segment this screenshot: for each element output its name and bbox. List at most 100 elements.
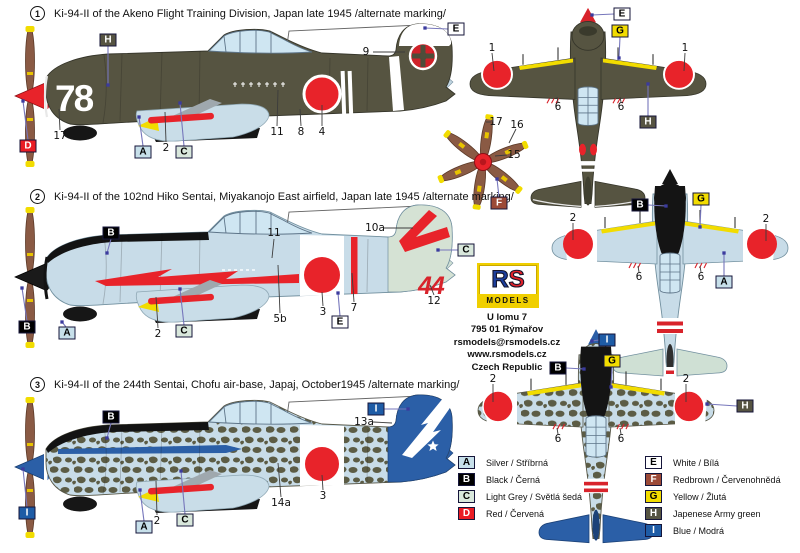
- top-view-plane-1: [469, 7, 707, 208]
- logo-letter-s: S: [508, 265, 525, 293]
- callout-chip-E: E: [447, 22, 465, 36]
- black-antiglare: [46, 422, 209, 453]
- logo-letter-r: R: [491, 265, 509, 293]
- legend-swatch-D: D: [458, 507, 475, 520]
- black-antiglare: [46, 232, 209, 263]
- callout-chip-C: C: [175, 145, 193, 159]
- tail-lightning-marking: [399, 210, 450, 252]
- white-star-marking: [427, 440, 439, 451]
- callout-number-1: 1: [488, 42, 496, 54]
- callout-number-3: 3: [319, 490, 327, 502]
- callout-chip-H: H: [736, 399, 754, 413]
- legend-swatch-I: I: [645, 524, 662, 537]
- section-2-title: Ki-94-II of the 102nd Hiko Sentai, Miyak…: [54, 190, 514, 203]
- callout-number-4: 4: [318, 126, 326, 138]
- wing-hinomaru-right: [663, 58, 695, 90]
- hinomaru-roundel: [304, 257, 340, 293]
- side-profile-plane-3: [14, 394, 456, 539]
- blue-fuselage-stripe: [58, 445, 242, 454]
- callout-number-13a: 13a: [354, 416, 374, 428]
- legend-swatch-G: G: [645, 490, 662, 503]
- callout-chip-C: C: [457, 243, 475, 257]
- callout-number-6: 6: [617, 101, 625, 113]
- callout-number-6: 6: [617, 433, 625, 445]
- hinomaru-roundel: [303, 445, 341, 483]
- black-spine: [654, 186, 686, 260]
- callout-chip-G: G: [692, 192, 710, 206]
- legend-swatch-E: E: [645, 456, 662, 469]
- callout-chip-C: C: [175, 324, 193, 338]
- legend-row-D: D Red / Červená: [458, 507, 582, 520]
- wing-hinomaru-left: [481, 58, 513, 90]
- callout-number-12: 12: [427, 295, 441, 307]
- red-lightning-bolt: [95, 269, 299, 286]
- side-profile-plane-2: 44: [14, 204, 456, 349]
- callout-number-2: 2: [762, 213, 770, 225]
- callout-chip-A: A: [135, 520, 153, 534]
- callout-number-6: 6: [554, 101, 562, 113]
- callout-chip-E: E: [613, 7, 631, 21]
- propeller-front-view: [437, 114, 529, 210]
- section-1-number: 1: [30, 6, 45, 21]
- legend-label-I: Blue / Modrá: [673, 525, 725, 536]
- legend-row-A: A Silver / Stříbrná: [458, 456, 582, 469]
- manufacturer-address: U lomu 7 795 01 Rýmařov rsmodels@rsmodel…: [443, 312, 571, 374]
- callout-number-2: 2: [682, 373, 690, 385]
- callout-number-16: 16: [510, 119, 524, 131]
- callout-number-5b: 5b: [273, 313, 287, 325]
- callout-chip-I: I: [18, 506, 36, 520]
- address-line: Czech Republic: [471, 361, 543, 373]
- legend-label-D: Red / Červená: [486, 508, 545, 519]
- callout-chip-A: A: [134, 145, 152, 159]
- victory-markings: [233, 82, 285, 87]
- address-line: U lomu 7: [486, 312, 528, 323]
- callout-number-6: 6: [697, 271, 705, 283]
- callout-number-11: 11: [267, 227, 281, 239]
- callout-chip-D: D: [19, 139, 37, 153]
- legend-swatch-H: H: [645, 507, 662, 520]
- legend-swatch-F: F: [645, 473, 662, 486]
- callout-chip-G: G: [611, 24, 629, 38]
- wing-hinomaru-left: [563, 229, 593, 259]
- callout-chip-B: B: [18, 320, 36, 334]
- section-3-title: Ki-94-II of the 244th Sentai, Chofu air-…: [54, 378, 460, 391]
- callout-number-2: 2: [154, 328, 162, 340]
- callout-number-6: 6: [635, 271, 643, 283]
- callout-number-2: 2: [569, 212, 577, 224]
- callout-number-7: 7: [350, 302, 358, 314]
- legend-row-I: I Blue / Modrá: [645, 524, 781, 537]
- section-1-title: Ki-94-II of the Akeno Flight Training Di…: [54, 7, 446, 20]
- legend-label-E: White / Bílá: [673, 457, 720, 468]
- callout-number-3: 3: [319, 306, 327, 318]
- callout-chip-A: A: [58, 326, 76, 340]
- logo-models-strip: MODELS: [479, 294, 537, 306]
- callout-number-10a: 10a: [365, 222, 385, 234]
- callout-number-15: 15: [507, 149, 521, 161]
- callout-number-6: 6: [554, 433, 562, 445]
- section-2-number: 2: [30, 189, 45, 204]
- callout-number-2: 2: [489, 373, 497, 385]
- callout-chip-B: B: [549, 361, 567, 375]
- callout-chip-H: H: [639, 115, 657, 129]
- tactical-number: 78: [55, 78, 94, 119]
- callout-chip-B: B: [631, 198, 649, 212]
- callout-chip-E: E: [331, 315, 349, 329]
- address-line: 795 01 Rýmařov: [470, 324, 544, 336]
- legend-label-B: Black / Černá: [486, 474, 541, 485]
- callout-number-2: 2: [153, 515, 161, 527]
- legend-swatch-A: A: [458, 456, 475, 469]
- legend-label-A: Silver / Stříbrná: [486, 457, 549, 468]
- legend-label-C: Light Grey / Světlá šedá: [486, 491, 583, 502]
- address-line: www.rsmodels.cz: [467, 349, 547, 361]
- callout-number-8: 8: [297, 126, 305, 138]
- callout-chip-H: H: [99, 33, 117, 47]
- callout-chip-B: B: [102, 226, 120, 240]
- legend-row-E: E White / Bílá: [645, 456, 781, 469]
- akeno-tail-insignia: [408, 41, 438, 71]
- callout-number-11: 11: [270, 126, 284, 138]
